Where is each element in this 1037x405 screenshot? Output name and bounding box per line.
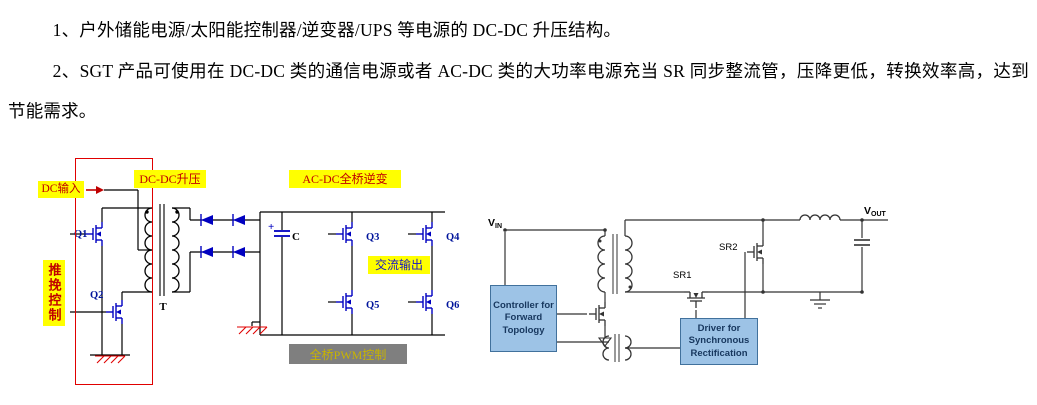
mosfet-q5 — [335, 289, 353, 315]
left-circuit-svg: T Q1 Q2 — [70, 186, 460, 364]
right-circuit-svg: VIN VOUT SR1 SR2 — [488, 205, 888, 362]
bus-ground-icon — [236, 326, 268, 335]
mosfet-q6 — [415, 289, 433, 315]
forward-transformer — [597, 234, 633, 294]
paragraph-2: 2、SGT 产品可使用在 DC-DC 类的通信电源或者 AC-DC 类的大功率电… — [8, 60, 1029, 122]
label-acdc-bridge: AC-DC全桥逆变 — [289, 170, 401, 188]
dc-input-arrow — [86, 186, 104, 194]
sync-rect-driver-box: Driver for Synchronous Rectification — [680, 318, 758, 365]
forward-converter-diagram: VIN VOUT SR1 SR2 Controller for Forward … — [478, 190, 1033, 402]
rectifier-wires — [172, 207, 261, 335]
bridge-wires — [328, 212, 433, 335]
forward-controller-box: Controller for Forward Topology — [490, 285, 557, 352]
output-capacitor — [854, 239, 870, 246]
transformer-label: T — [159, 301, 167, 313]
capacitor-plus: + — [268, 221, 274, 233]
label-dcdc-boost: DC-DC升压 — [134, 170, 206, 188]
signal-ground-icon — [597, 337, 613, 347]
push-pull-boost-diagram: T Q1 Q2 — [30, 150, 475, 402]
forward-wires — [504, 219, 888, 349]
label-push-pull-control: 推挽控制 — [43, 260, 65, 326]
output-ground-icon — [810, 299, 830, 309]
rectifier-diodes — [200, 213, 246, 259]
mosfet-q4 — [415, 221, 433, 247]
output-inductor — [799, 214, 841, 221]
mosfet-q3 — [335, 221, 353, 247]
q3-label: Q3 — [366, 232, 379, 243]
sr1-mosfet — [683, 291, 709, 309]
paragraph-1: 1、户外储能电源/太阳能控制器/逆变器/UPS 等电源的 DC-DC 升压结构。 — [52, 20, 622, 40]
sr2-mosfet — [746, 239, 764, 265]
push-pull-highlight-box — [75, 158, 153, 385]
q1-label: Q1 — [74, 229, 87, 240]
capacitor-label: C — [292, 231, 300, 243]
label-ac-output: 交流输出 — [368, 256, 430, 274]
vout-label: VOUT — [864, 205, 887, 218]
label-dc-input: DC输入 — [38, 181, 84, 198]
sr2-label: SR2 — [719, 242, 737, 253]
primary-wires — [70, 189, 152, 356]
bus-capacitor — [274, 230, 290, 237]
junction-dots — [503, 218, 864, 294]
label-full-bridge-pwm: 全桥PWM控制 — [289, 344, 407, 364]
body-text: 1、户外储能电源/太阳能控制器/逆变器/UPS 等电源的 DC-DC 升压结构。… — [8, 10, 1029, 132]
vin-label: VIN — [488, 217, 502, 230]
sr1-label: SR1 — [673, 270, 691, 281]
q4-label: Q4 — [446, 232, 460, 243]
q5-label: Q5 — [366, 300, 379, 311]
primary-switch-mosfet — [588, 301, 606, 327]
q2-label: Q2 — [90, 290, 103, 301]
q6-label: Q6 — [446, 300, 459, 311]
